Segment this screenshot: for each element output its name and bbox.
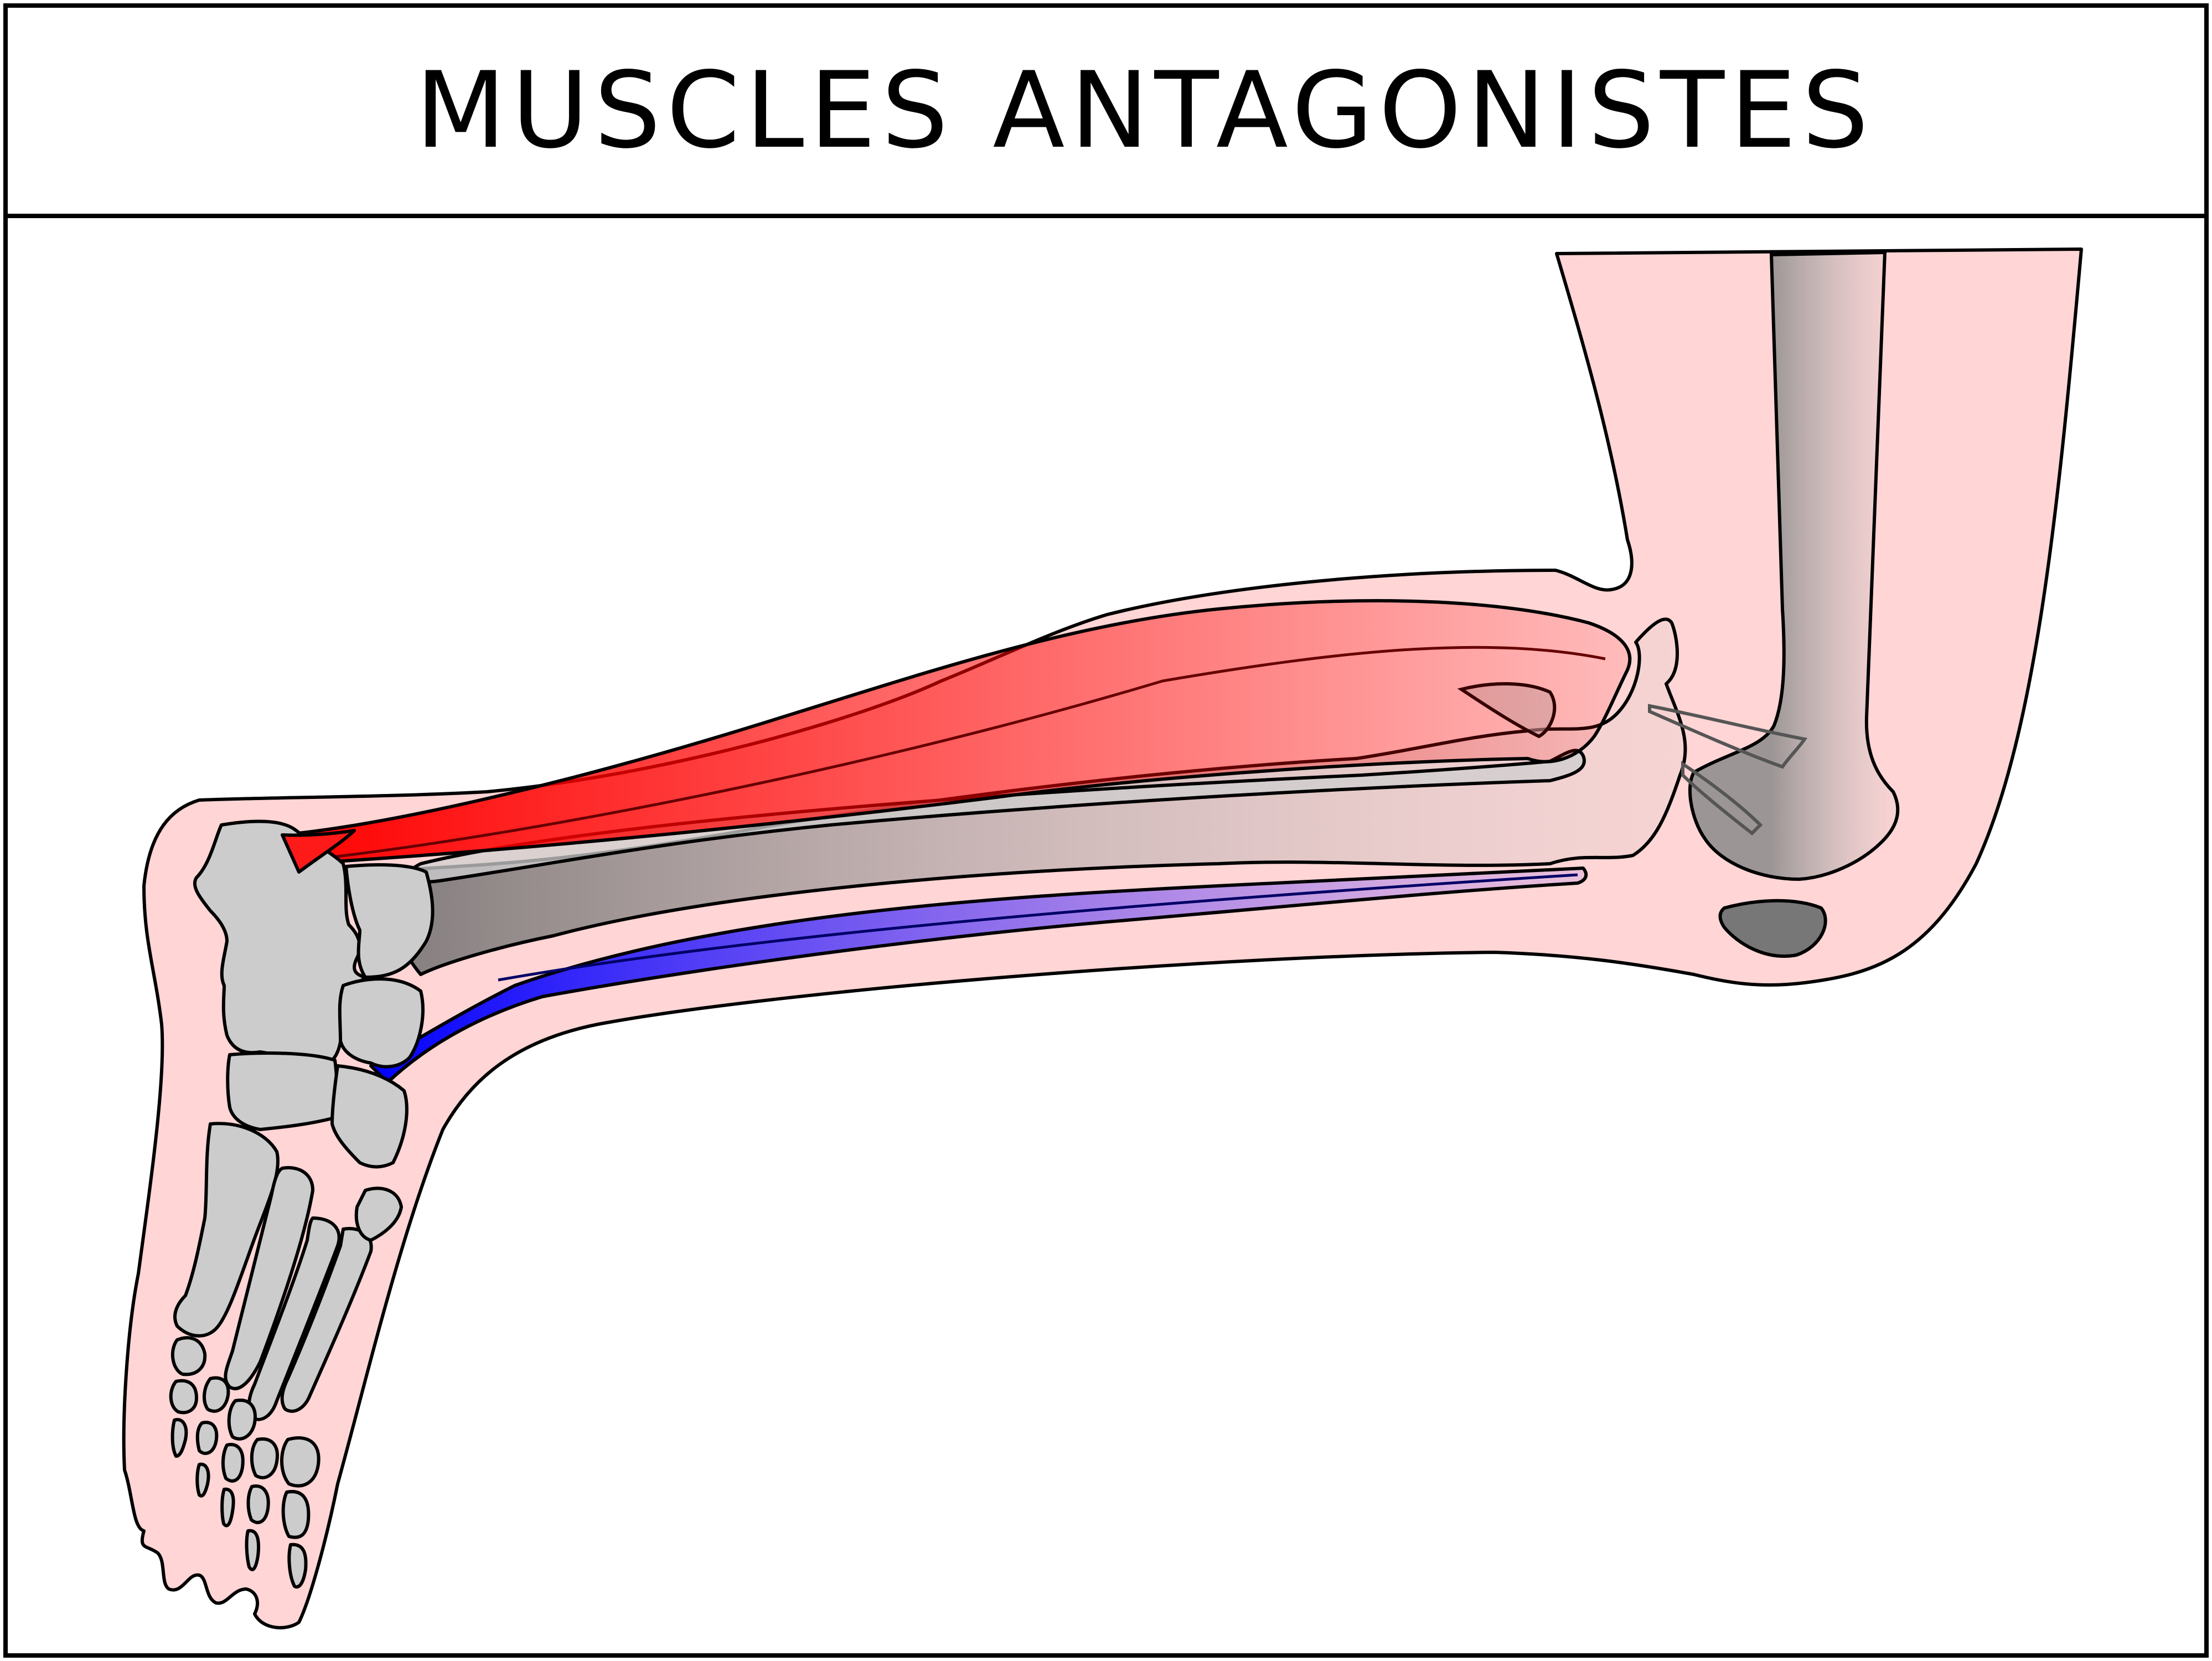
title-bar: MUSCLES ANTAGONISTES [8, 8, 2204, 218]
diagram-frame: MUSCLES ANTAGONISTES [3, 3, 2209, 1658]
diagram-title: MUSCLES ANTAGONISTES [415, 49, 1874, 172]
